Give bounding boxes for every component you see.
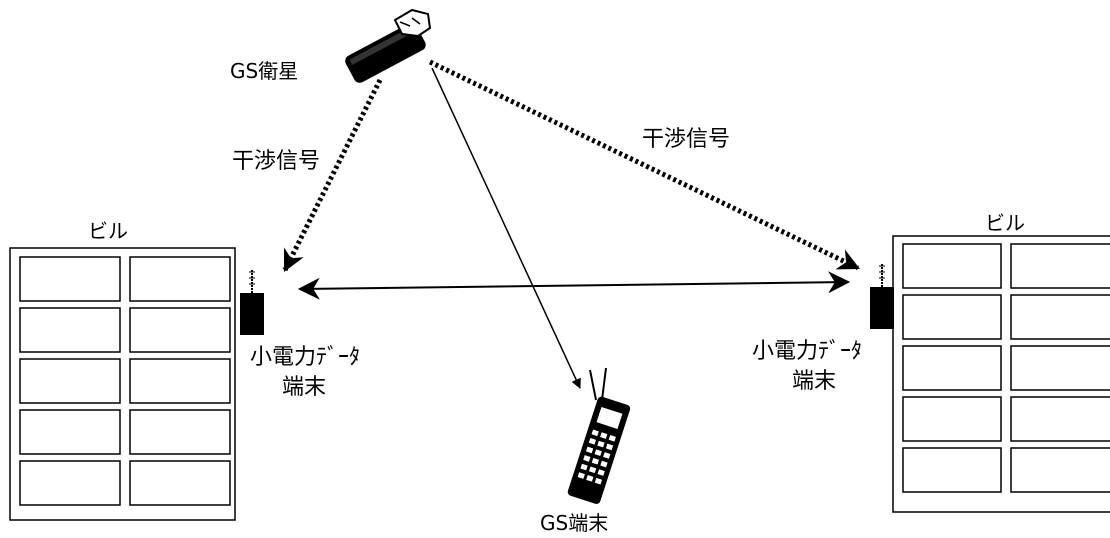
low-power-terminal-left-label-1: 小電力ﾃﾞｰﾀ bbox=[250, 345, 360, 370]
gs-satellite-label: GS衛星 bbox=[230, 59, 298, 83]
gs-terminal-phone-icon bbox=[567, 367, 631, 504]
interference-signal-right-label: 干渉信号 bbox=[642, 127, 730, 152]
low-power-terminal-left-icon bbox=[240, 270, 264, 335]
building-right-label: ビル bbox=[985, 211, 1025, 235]
low-power-terminal-right-label-2: 端末 bbox=[792, 369, 836, 394]
terminal-link-arrow bbox=[297, 271, 851, 300]
low-power-terminal-left-label-2: 端末 bbox=[282, 375, 326, 400]
low-power-terminal-right-icon bbox=[870, 264, 894, 329]
gs-satellite-icon bbox=[345, 8, 432, 83]
building-left bbox=[9, 247, 236, 521]
satellite-to-gs-terminal-arrow bbox=[431, 67, 581, 389]
interference-signal-right-arrow bbox=[428, 59, 860, 271]
interference-signal-left-label: 干渉信号 bbox=[232, 149, 320, 174]
building-left-label: ビル bbox=[88, 219, 128, 243]
interference-signal-left-arrow bbox=[282, 78, 383, 272]
low-power-terminal-right-label-1: 小電力ﾃﾞｰﾀ bbox=[752, 339, 862, 364]
gs-terminal-label: GS端末 bbox=[540, 511, 608, 535]
building-right bbox=[892, 235, 1110, 513]
